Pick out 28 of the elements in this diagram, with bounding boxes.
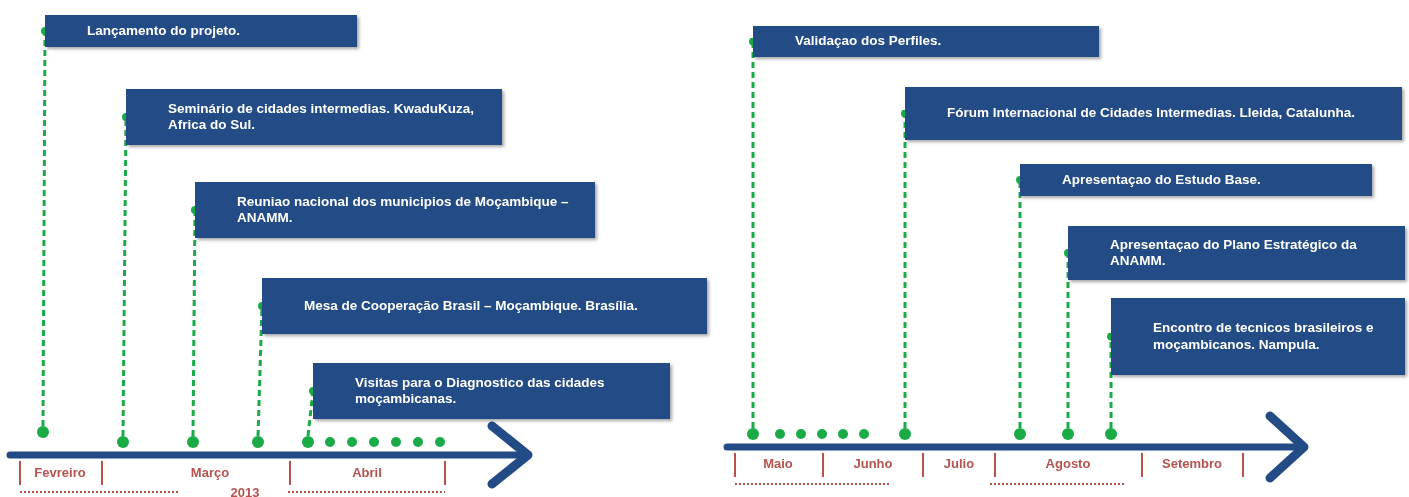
dashed-connector	[41, 27, 49, 426]
dashed-connector	[121, 113, 130, 436]
dashed-connector	[1107, 332, 1115, 428]
month-label: Abril	[352, 465, 382, 479]
month-label: Setembro	[1162, 456, 1222, 470]
event-box: Apresentaçao do Estudo Base.	[1020, 164, 1372, 196]
event-box: Reuniao nacional dos municipios de Moçambique – ANAMM.	[195, 182, 595, 238]
event-box: Validaçao dos Perfiles.	[753, 26, 1099, 57]
event-box: Mesa de Cooperação Brasil – Moçambique. Brasília.	[262, 278, 707, 334]
month-label: Fevreiro	[34, 465, 86, 479]
month-label: Agosto	[1045, 456, 1091, 470]
event-box: Lançamento do projeto.	[45, 15, 357, 47]
dashed-connector	[749, 37, 757, 428]
month-label: 2013	[230, 485, 260, 497]
dashed-connector	[256, 302, 266, 437]
event-box: Encontro de tecnicos brasileiros e moçambicanos. Nampula.	[1111, 298, 1405, 375]
event-box: Seminário de cidades intermedias. KwaduKuza, Africa do Sul.	[126, 89, 502, 145]
event-box: Apresentaçao do Plano Estratégico da ANAMM.	[1068, 226, 1405, 280]
event-box: Visitas para o Diagnostico das cidades moçambicanas.	[313, 363, 670, 419]
dashed-connector	[1016, 176, 1024, 428]
month-label: Junho	[853, 456, 893, 470]
month-label: Março	[190, 465, 230, 479]
month-label: Julio	[943, 456, 975, 470]
dashed-connector	[191, 206, 199, 436]
month-label: Maio	[763, 456, 793, 470]
dashed-connector	[1064, 249, 1072, 428]
event-box: Fórum Internacional de Cidades Intermedias. Lleida, Catalunha.	[905, 87, 1402, 140]
dashed-connector	[901, 109, 909, 428]
